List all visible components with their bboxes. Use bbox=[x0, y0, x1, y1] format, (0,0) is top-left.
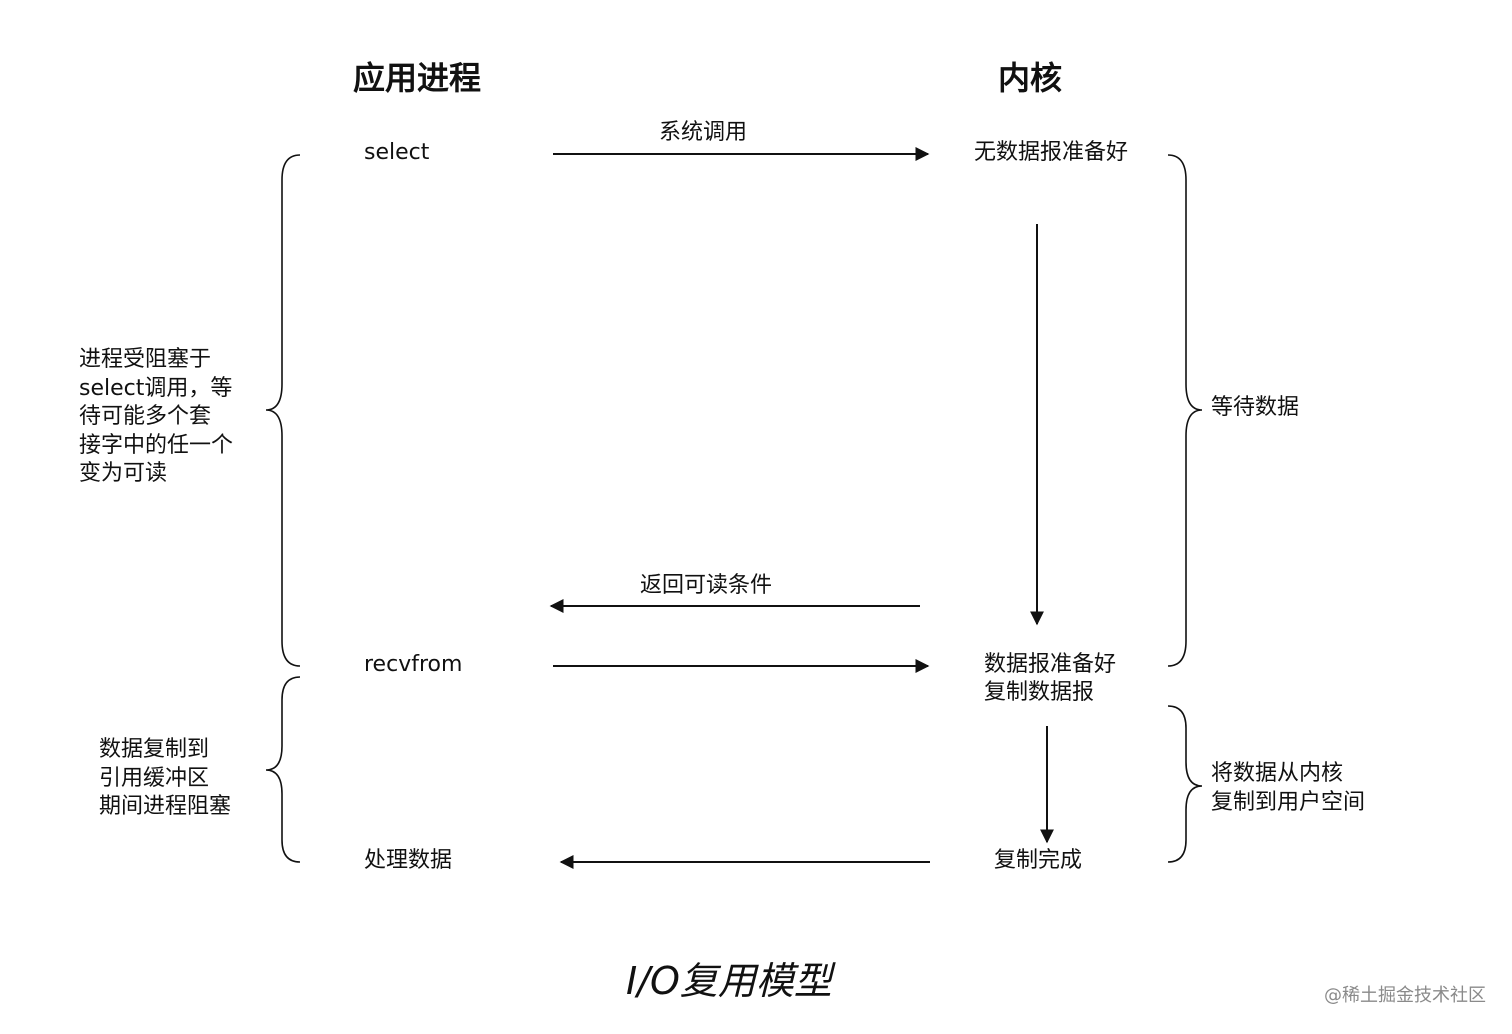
kernel-no-datagram-ready: 无数据报准备好 bbox=[974, 140, 1129, 165]
kernel-copy-datagram: 复制数据报 bbox=[984, 680, 1095, 705]
brace-right-copy bbox=[1167, 705, 1203, 863]
label-system-call: 系统调用 bbox=[659, 120, 748, 145]
note-blocked-during-copy: 数据复制到 引用缓冲区 期间进程阻塞 bbox=[99, 737, 232, 819]
brace-left-copy bbox=[265, 676, 301, 863]
step-process-data: 处理数据 bbox=[364, 848, 453, 873]
brace-right-wait bbox=[1167, 154, 1203, 667]
header-app-process: 应用进程 bbox=[353, 59, 482, 97]
watermark: @稀土掘金技术社区 bbox=[1324, 985, 1486, 1006]
note-wait-for-data: 等待数据 bbox=[1211, 395, 1300, 420]
note-copy-kernel-to-user: 将数据从内核 复制到用户空间 bbox=[1211, 761, 1366, 815]
brace-left-select bbox=[265, 154, 301, 667]
note-blocked-on-select: 进程受阻塞于 select调用，等 待可能多个套 接字中的任一个 变为可读 bbox=[79, 347, 234, 486]
diagram-title: I/O复用模型 bbox=[626, 959, 832, 1003]
header-kernel: 内核 bbox=[998, 59, 1063, 97]
kernel-copy-complete: 复制完成 bbox=[994, 848, 1083, 873]
step-recvfrom: recvfrom bbox=[364, 652, 463, 677]
label-return-readable: 返回可读条件 bbox=[640, 573, 773, 598]
kernel-datagram-ready: 数据报准备好 bbox=[984, 652, 1117, 677]
step-select: select bbox=[364, 140, 430, 165]
